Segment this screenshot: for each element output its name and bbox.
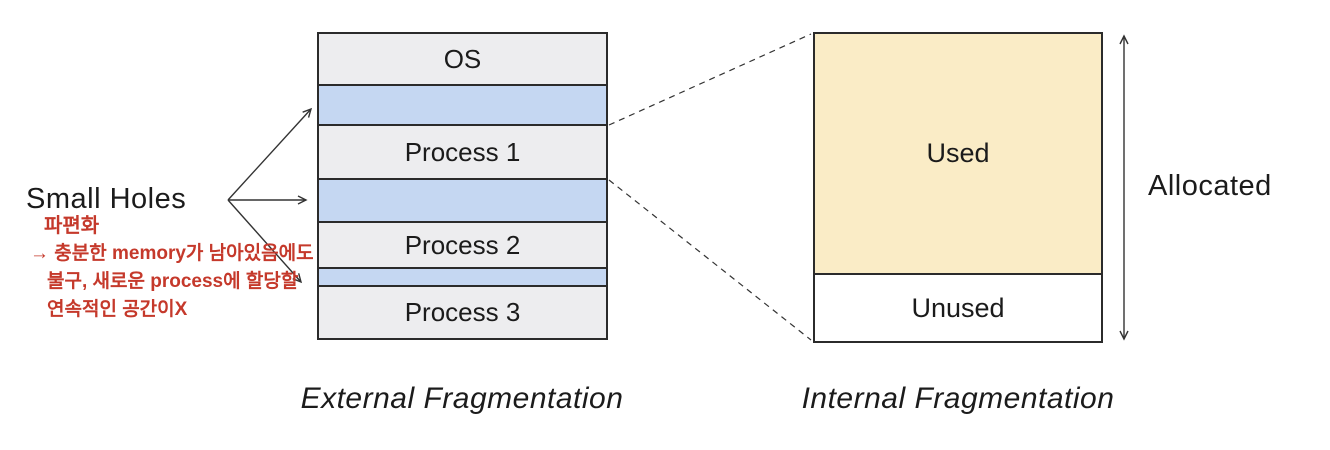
- zoom-dashed-line-top: [608, 33, 812, 126]
- note-line-allocate-process: 불구, 새로운 process에 할당할: [47, 271, 299, 292]
- memory-hole-2: [319, 178, 606, 221]
- allocated-label: Allocated: [1148, 170, 1272, 202]
- note-line-memory-remains: → 충분한 memory가 남아있음에도: [30, 243, 314, 264]
- small-holes-label: Small Holes: [26, 183, 187, 215]
- external-fragmentation-caption: External Fragmentation: [300, 382, 624, 415]
- zoom-dashed-line-bottom: [608, 179, 812, 341]
- segment-label: Process 1: [404, 136, 521, 167]
- segment-label: OS: [443, 43, 482, 74]
- note-line-no-contiguous-space: 연속적인 공간이X: [47, 299, 188, 320]
- memory-hole-1: [319, 84, 606, 124]
- memory-segment-os: OS: [319, 34, 606, 84]
- unused-region: Unused: [815, 273, 1101, 341]
- used-region-label: Used: [926, 138, 990, 168]
- handwritten-notes: 파편화 → 충분한 memory가 남아있음에도 불구, 새로운 process…: [30, 212, 314, 324]
- internal-fragmentation-caption: Internal Fragmentation: [801, 382, 1115, 415]
- note-line-fragmentation: 파편화: [44, 215, 100, 237]
- zoom-dashed-lines: [608, 33, 812, 341]
- used-region: Used: [815, 34, 1101, 273]
- memory-stack: OS Process 1 Process 2 Process 3: [317, 32, 608, 340]
- pointer-arrow-top: [227, 107, 313, 201]
- segment-label: Process 2: [404, 229, 521, 260]
- unused-region-label: Unused: [911, 292, 1005, 323]
- allocated-block: Used Unused: [813, 32, 1103, 343]
- memory-segment-process-1: Process 1: [319, 124, 606, 178]
- memory-segment-process-3: Process 3: [319, 285, 606, 338]
- memory-hole-3: [319, 267, 606, 285]
- segment-label: Process 3: [404, 297, 521, 327]
- memory-segment-process-2: Process 2: [319, 221, 606, 267]
